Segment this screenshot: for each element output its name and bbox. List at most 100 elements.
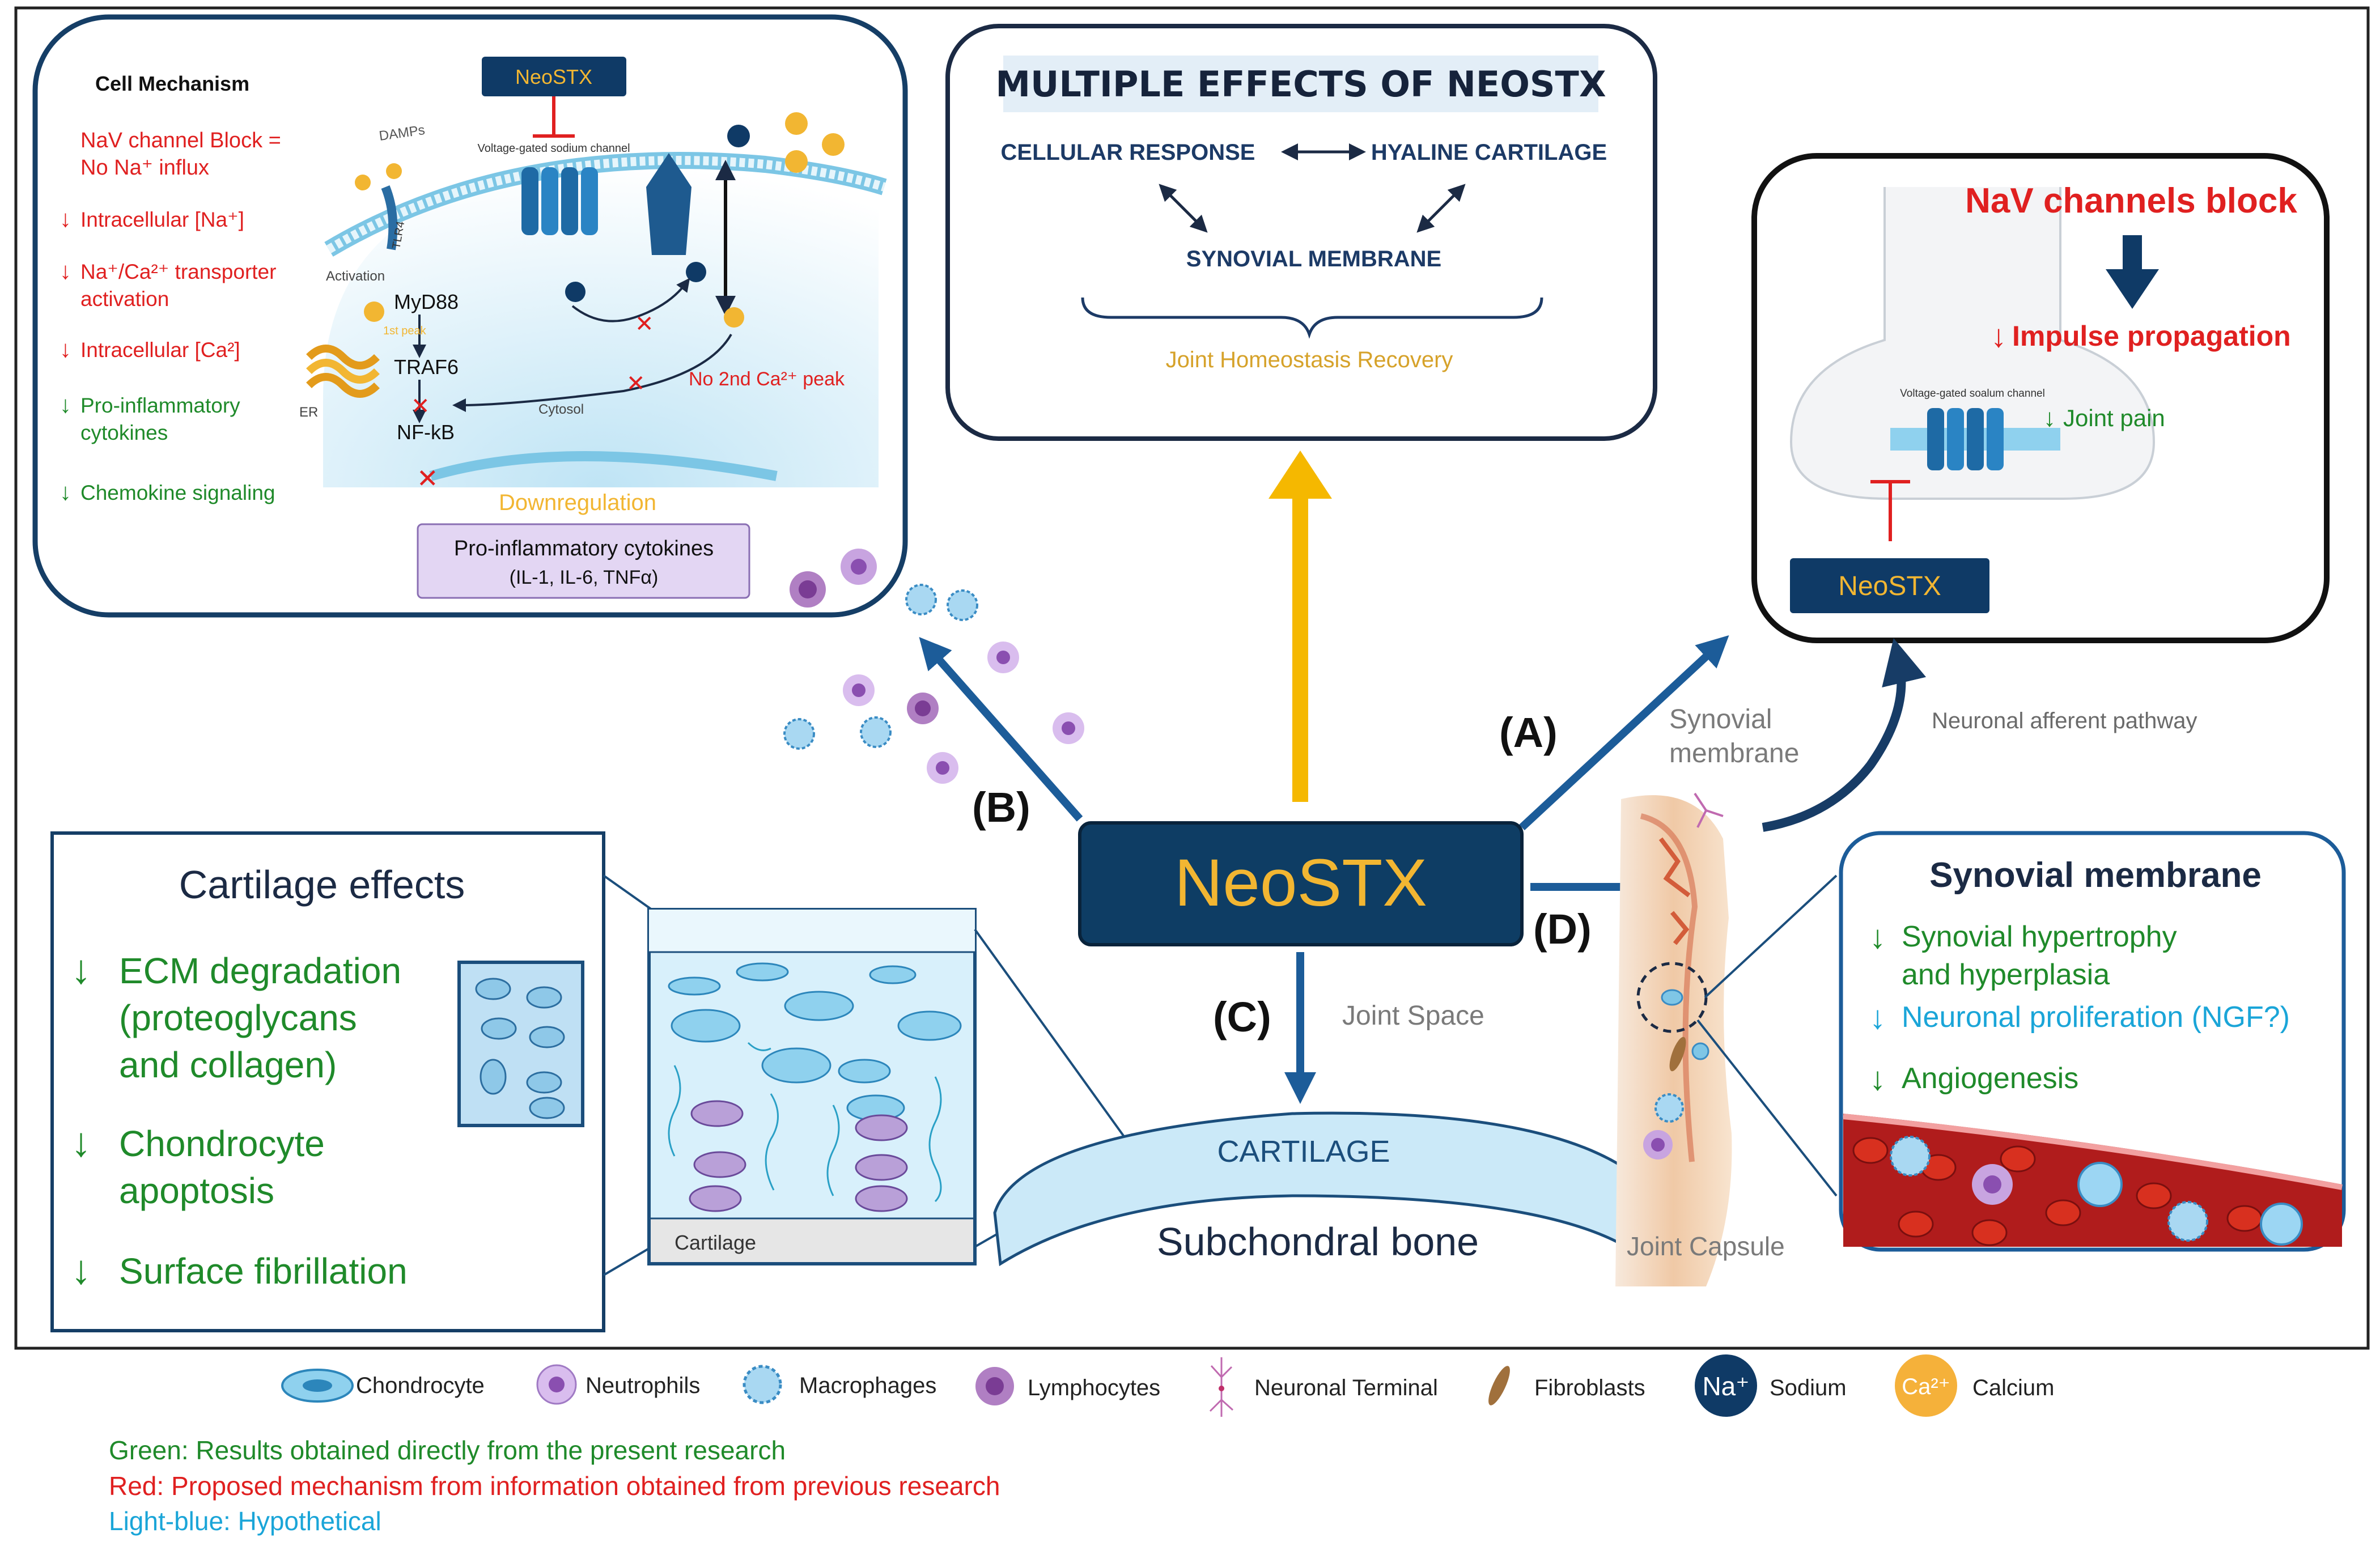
central-arrows: NeoSTX (A) (B) (C) (D) Synovial membrane… xyxy=(919,451,2197,1104)
cartilage-zoom-image xyxy=(647,908,977,1265)
first-peak-label: 1st peak xyxy=(383,325,427,337)
er-label: ER xyxy=(299,405,318,420)
down-block-arrow-icon xyxy=(2123,235,2142,269)
down-arrow-icon: ↓ xyxy=(60,478,71,505)
down-arrow-icon: ↓ xyxy=(60,257,71,284)
down-arrow-icon: ↓ xyxy=(1869,919,1886,955)
cell-mechanism-panel: Cell Mechanism NaV channel Block = No Na… xyxy=(32,14,908,618)
macrophage-cell xyxy=(860,716,892,748)
cartilage-image-label: Cartilage xyxy=(674,1231,756,1254)
immune-cells-cluster xyxy=(783,584,1084,784)
legend-lymphocytes: Lymphocytes xyxy=(1028,1375,1160,1400)
ecm-line2: (proteoglycans xyxy=(119,997,357,1038)
neuronal-proliferation-label: Neuronal proliferation (NGF?) xyxy=(1902,1001,2290,1034)
effect-cytokines-line2: cytokines xyxy=(80,421,168,444)
no-second-peak-label: No 2nd Ca²⁺ peak xyxy=(689,368,845,390)
label-d: (D) xyxy=(1533,906,1592,953)
legend-sodium-symbol: Na⁺ xyxy=(1702,1371,1749,1401)
damp-molecule xyxy=(355,175,371,190)
neuronal-pathway-label: Neuronal afferent pathway xyxy=(1932,708,2197,733)
legend-neutrophils: Neutrophils xyxy=(586,1373,700,1398)
homeostasis-recovery-label: Joint Homeostasis Recovery xyxy=(1166,347,1453,372)
sodium-ion xyxy=(565,282,586,302)
joint-capsule-tissue xyxy=(1615,795,1732,1286)
cytokines-box-line2: (IL-1, IL-6, TNFα) xyxy=(510,567,659,588)
calcium-ion xyxy=(822,133,845,156)
cellular-response-label: CELLULAR RESPONSE xyxy=(1001,140,1255,165)
joint-capsule-label: Joint Capsule xyxy=(1627,1231,1785,1261)
cartilage-arc-label: CARTILAGE xyxy=(1217,1135,1390,1169)
nav-block-line1: NaV channel Block = xyxy=(80,129,281,152)
block-x-icon: ✕ xyxy=(635,312,654,337)
nav-block-title: NaV channels block xyxy=(1965,181,2297,220)
cartilage-effects-title: Cartilage effects xyxy=(179,863,465,907)
arrow-b xyxy=(919,637,1083,822)
chondrocyte-apoptosis-line1: Chondrocyte xyxy=(119,1123,325,1164)
legend-fibroblasts: Fibroblasts xyxy=(1534,1375,1645,1400)
joint-capsule: Joint Capsule xyxy=(1615,792,1838,1286)
damp-molecule xyxy=(386,163,402,179)
effect-chemokine: Chemokine signaling xyxy=(80,481,275,504)
joint-cartilage: CARTILAGE Subchondral bone xyxy=(993,1111,1626,1267)
block-x-icon: ✕ xyxy=(417,464,439,493)
note-light-blue: Light-blue: Hypothetical xyxy=(109,1506,381,1536)
synovial-label-line1: Synovial xyxy=(1669,704,1772,734)
calcium-ion xyxy=(724,307,744,328)
effect-intracellular-ca: Intracellular [Ca²] xyxy=(80,338,240,362)
block-x-icon: ✕ xyxy=(626,371,646,396)
effect-transporter-line2: activation xyxy=(80,287,169,311)
note-red: Red: Proposed mechanism from information… xyxy=(109,1471,1000,1501)
down-arrow-icon: ↓ xyxy=(1991,318,2006,354)
down-arrow-icon: ↓ xyxy=(71,1247,91,1293)
neuron-neostx-label: NeoSTX xyxy=(1838,571,1941,601)
voltage-channel-label: Voltage-gated sodium channel xyxy=(477,142,630,155)
multiple-effects-title: MULTIPLE EFFECTS OF NEOSTX xyxy=(995,63,1606,105)
double-arrow xyxy=(1159,184,1208,233)
calcium-ion xyxy=(364,301,384,322)
legend-neuronal-terminal: Neuronal Terminal xyxy=(1254,1375,1438,1400)
legend-sodium: Sodium xyxy=(1770,1375,1847,1400)
neuron-channel-label: Voltage-gated soalum channel xyxy=(1900,388,2045,400)
nfkb-label: NF-kB xyxy=(397,421,455,444)
note-green: Green: Results obtained directly from th… xyxy=(109,1435,786,1465)
multiple-effects-box xyxy=(945,24,1657,441)
double-arrow xyxy=(1416,184,1466,233)
brace-line xyxy=(1081,297,1543,339)
multiple-effects-panel: MULTIPLE EFFECTS OF NEOSTX CELLULAR RESP… xyxy=(945,24,1657,441)
hypertrophy-line1: Synovial hypertrophy xyxy=(1902,920,2177,953)
cytosol-label: Cytosol xyxy=(538,402,584,417)
neostx-center-box[interactable] xyxy=(1078,821,1524,946)
neuron-terminal-shape xyxy=(1789,187,2156,500)
surface-fibrillation-label: Surface fibrillation xyxy=(119,1251,408,1292)
color-key-notes: Green: Results obtained directly from th… xyxy=(109,1435,1000,1536)
legend: Chondrocyte Neutrophils Macrophages Lymp… xyxy=(281,1354,2054,1417)
cytokines-box xyxy=(417,523,750,599)
cartilage-effects-panel: Cartilage effects ↓ ECM degradation (pro… xyxy=(50,831,1156,1332)
sodium-ion xyxy=(686,262,706,282)
down-arrow-icon: ↓ xyxy=(60,205,71,232)
synovial-membrane-panel: Synovial membrane ↓ Synovial hypertrophy… xyxy=(1839,831,2346,1252)
down-arrow-icon: ↓ xyxy=(60,335,71,362)
subchondral-label: Subchondral bone xyxy=(1157,1220,1479,1264)
synovial-membrane-label: SYNOVIAL MEMBRANE xyxy=(1186,247,1441,271)
nav-block-line2: No Na⁺ influx xyxy=(80,156,209,180)
down-arrow-icon: ↓ xyxy=(71,947,91,992)
arrow-a xyxy=(1519,635,1729,831)
effect-cytokines-line1: Pro-inflammatory xyxy=(80,394,240,417)
cell-neostx-label: NeoSTX xyxy=(515,65,592,88)
down-arrow-icon: ↓ xyxy=(1869,1060,1886,1097)
multiple-effects-title-bg xyxy=(1003,56,1598,112)
neostx-center-label: NeoSTX xyxy=(1174,846,1427,920)
sodium-channel xyxy=(521,167,598,235)
down-arrow-icon: ↓ xyxy=(60,391,71,418)
hyaline-cartilage-label: HYALINE CARTILAGE xyxy=(1371,140,1607,165)
calcium-ion xyxy=(785,112,808,135)
synovial-label-line2: membrane xyxy=(1669,738,1799,768)
ecm-line1: ECM degradation xyxy=(119,950,401,991)
effect-intracellular-na: Intracellular [Na⁺] xyxy=(80,208,244,231)
er-organelle xyxy=(306,345,380,398)
traf6-label: TRAF6 xyxy=(394,355,459,379)
legend-chondrocyte: Chondrocyte xyxy=(356,1373,485,1398)
label-a: (A) xyxy=(1499,709,1558,756)
